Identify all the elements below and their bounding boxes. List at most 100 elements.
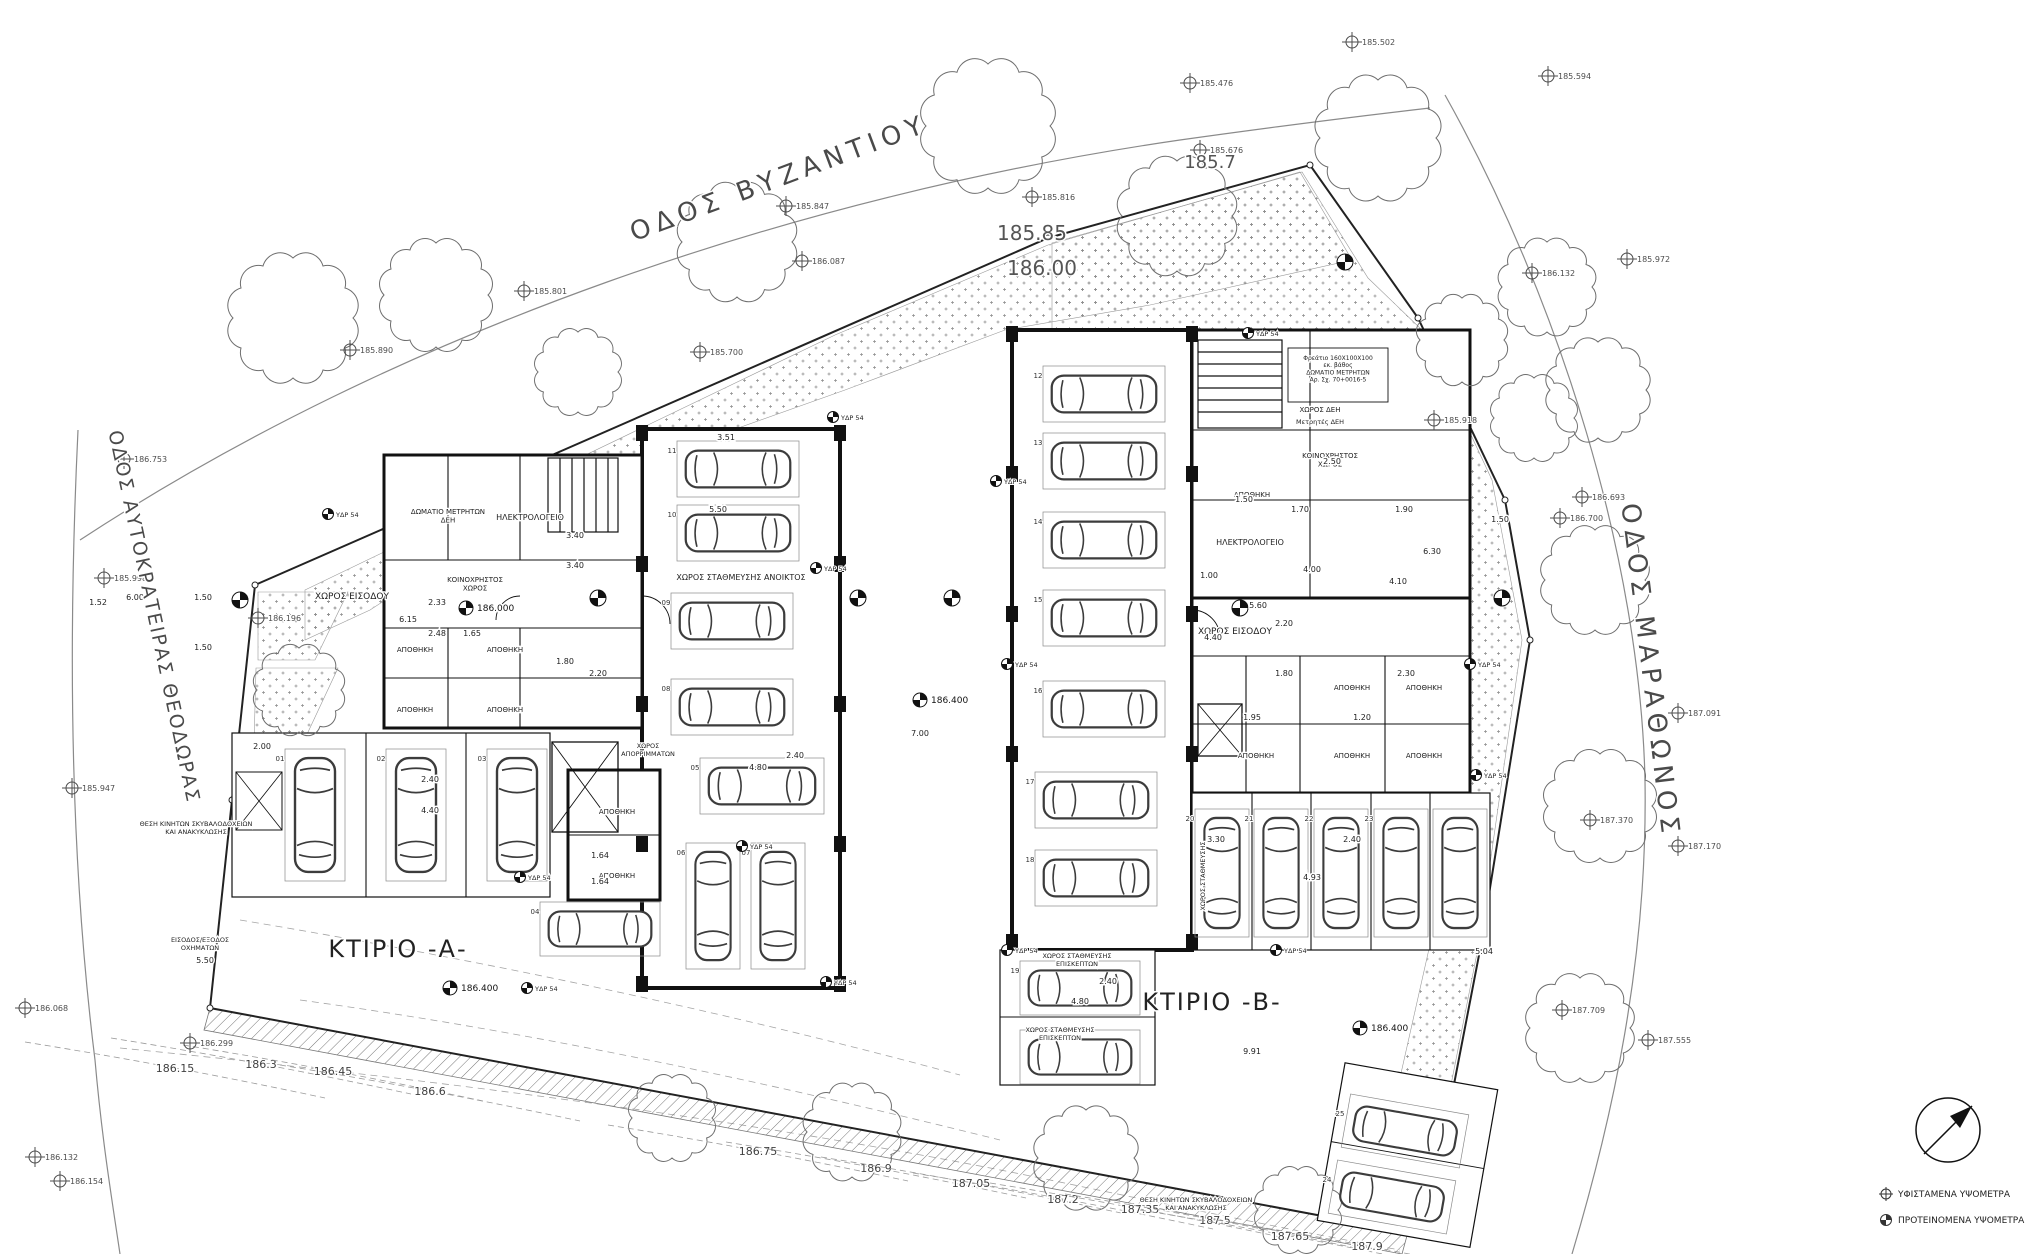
survey-point xyxy=(1572,487,1592,507)
dimension-label: 6.30 xyxy=(1423,547,1441,556)
parking-car xyxy=(1034,771,1158,829)
survey-point xyxy=(1180,73,1200,93)
control-point-marker xyxy=(231,591,249,609)
control-point-marker xyxy=(1336,253,1354,271)
parking-car xyxy=(670,678,794,736)
survey-point xyxy=(1538,66,1558,86)
proposed-elevation-marker xyxy=(912,692,928,708)
drain-label: ΥΔΡ 54 xyxy=(1014,947,1038,955)
dimension-label: 4.93 xyxy=(1303,873,1321,882)
room-label: ΑΠΟΘΗΚΗ xyxy=(1406,752,1442,760)
tree xyxy=(1543,749,1657,863)
parking-number: 21 xyxy=(1245,815,1254,823)
boundary-line xyxy=(208,163,1532,1234)
dimension-label: 9.91 xyxy=(1243,1047,1261,1056)
room-label: Μετρητές ΔΕΗ xyxy=(1296,418,1344,426)
parking-number: 25 xyxy=(1336,1110,1345,1118)
parking-car xyxy=(1042,365,1166,423)
parking-car xyxy=(486,748,548,882)
survey-elevation-label: 187.170 xyxy=(1688,842,1721,851)
parking-car xyxy=(670,592,794,650)
contour-line xyxy=(24,1041,326,1099)
dimension-label: 4.40 xyxy=(421,806,439,815)
planted-left-patch-1 xyxy=(257,591,349,661)
dimension-label: 7.00 xyxy=(911,729,929,738)
tree xyxy=(1540,525,1650,635)
drain-marker xyxy=(1270,944,1282,956)
road-edge-left xyxy=(71,429,121,1254)
drain-marker xyxy=(827,411,839,423)
tree xyxy=(1545,337,1651,443)
parking-number: 17 xyxy=(1026,778,1035,786)
parking-car xyxy=(1019,960,1141,1016)
drain-marker xyxy=(1001,658,1013,670)
survey-point xyxy=(1022,187,1042,207)
tree xyxy=(1497,237,1597,337)
parking-strip-bottom xyxy=(1316,1062,1499,1249)
parking-number: 16 xyxy=(1034,687,1043,695)
dimension-label: 3.30 xyxy=(1207,835,1225,844)
contour-long-2 xyxy=(239,919,961,1076)
room-label: ΑΠΟΘΗΚΗ xyxy=(397,706,433,714)
survey-elevation-label: 186.068 xyxy=(35,1004,68,1013)
dimension-label: 2.33 xyxy=(428,598,446,607)
room-label: ΑΠΟΘΗΚΗ xyxy=(1334,684,1370,692)
contour-line xyxy=(820,1156,1122,1214)
road-elevation-label: 186.00 xyxy=(1007,256,1077,280)
control-point-marker xyxy=(1231,599,1249,617)
drain-label: ΥΔΡ 54 xyxy=(749,843,773,851)
dimension-label: 1.95 xyxy=(1243,713,1261,722)
room-label: ΑΠΟΘΗΚΗ xyxy=(599,872,635,880)
dimension-label: 2.00 xyxy=(253,742,271,751)
dimension-label: 1.64 xyxy=(591,851,609,860)
room-label: ΧΩΡΟΣ ΣΤΑΘΜΕΥΣΗΣ ΑΝΟΙΚΤΟΣ xyxy=(676,573,805,582)
contour-line xyxy=(989,1182,1291,1240)
contour-elevation-label: 187.2 xyxy=(1047,1193,1079,1206)
contour-line xyxy=(279,1064,581,1122)
parking-car xyxy=(1019,1029,1141,1085)
dimension-label: 1.80 xyxy=(1275,669,1293,678)
dimension-label: 5.60 xyxy=(1249,601,1267,610)
survey-elevation-label: 185.816 xyxy=(1042,193,1075,202)
road-edge-top xyxy=(79,107,1431,541)
control-point-marker xyxy=(589,589,607,607)
parking-car xyxy=(1373,808,1429,938)
parking-number: 24 xyxy=(1323,1176,1332,1184)
dimension-label: 2.20 xyxy=(589,669,607,678)
parking-car xyxy=(1253,808,1309,938)
survey-elevation-label: 185.947 xyxy=(82,784,115,793)
door-arc-a-entrance xyxy=(641,595,671,625)
parking-car xyxy=(1194,808,1250,938)
tree xyxy=(1314,74,1442,202)
tree xyxy=(1415,293,1509,387)
dimension-label: 4.10 xyxy=(1389,577,1407,586)
survey-point xyxy=(1668,703,1688,723)
drain-marker xyxy=(1470,769,1482,781)
drain-marker xyxy=(322,508,334,520)
building-b-east-lower-block xyxy=(1190,596,1472,795)
proposed-elevation-marker xyxy=(442,980,458,996)
dimension-label: 1.80 xyxy=(556,657,574,666)
spot-elevation-label: 186.400 xyxy=(931,696,968,706)
survey-elevation-label: 186.154 xyxy=(70,1177,103,1186)
dimension-label: 5.50 xyxy=(196,956,214,965)
dimension-label: 4.80 xyxy=(1071,997,1089,1006)
dimension-label: 4.40 xyxy=(1204,633,1222,642)
door-arc-a-corridor xyxy=(495,595,521,621)
tree xyxy=(1254,1166,1342,1254)
dimension-label: 1.50 xyxy=(194,643,212,652)
contour-elevation-label: 187.9 xyxy=(1351,1240,1383,1253)
drain-marker xyxy=(990,475,1002,487)
drain-marker xyxy=(736,840,748,852)
parking-car xyxy=(1313,808,1369,938)
parking-number: 04 xyxy=(531,908,540,916)
survey-point xyxy=(94,568,114,588)
building-b xyxy=(999,326,1499,1249)
room-label: ΧΩΡΟΣ ΔΕΗ xyxy=(1300,406,1341,414)
survey-point xyxy=(1580,810,1600,830)
